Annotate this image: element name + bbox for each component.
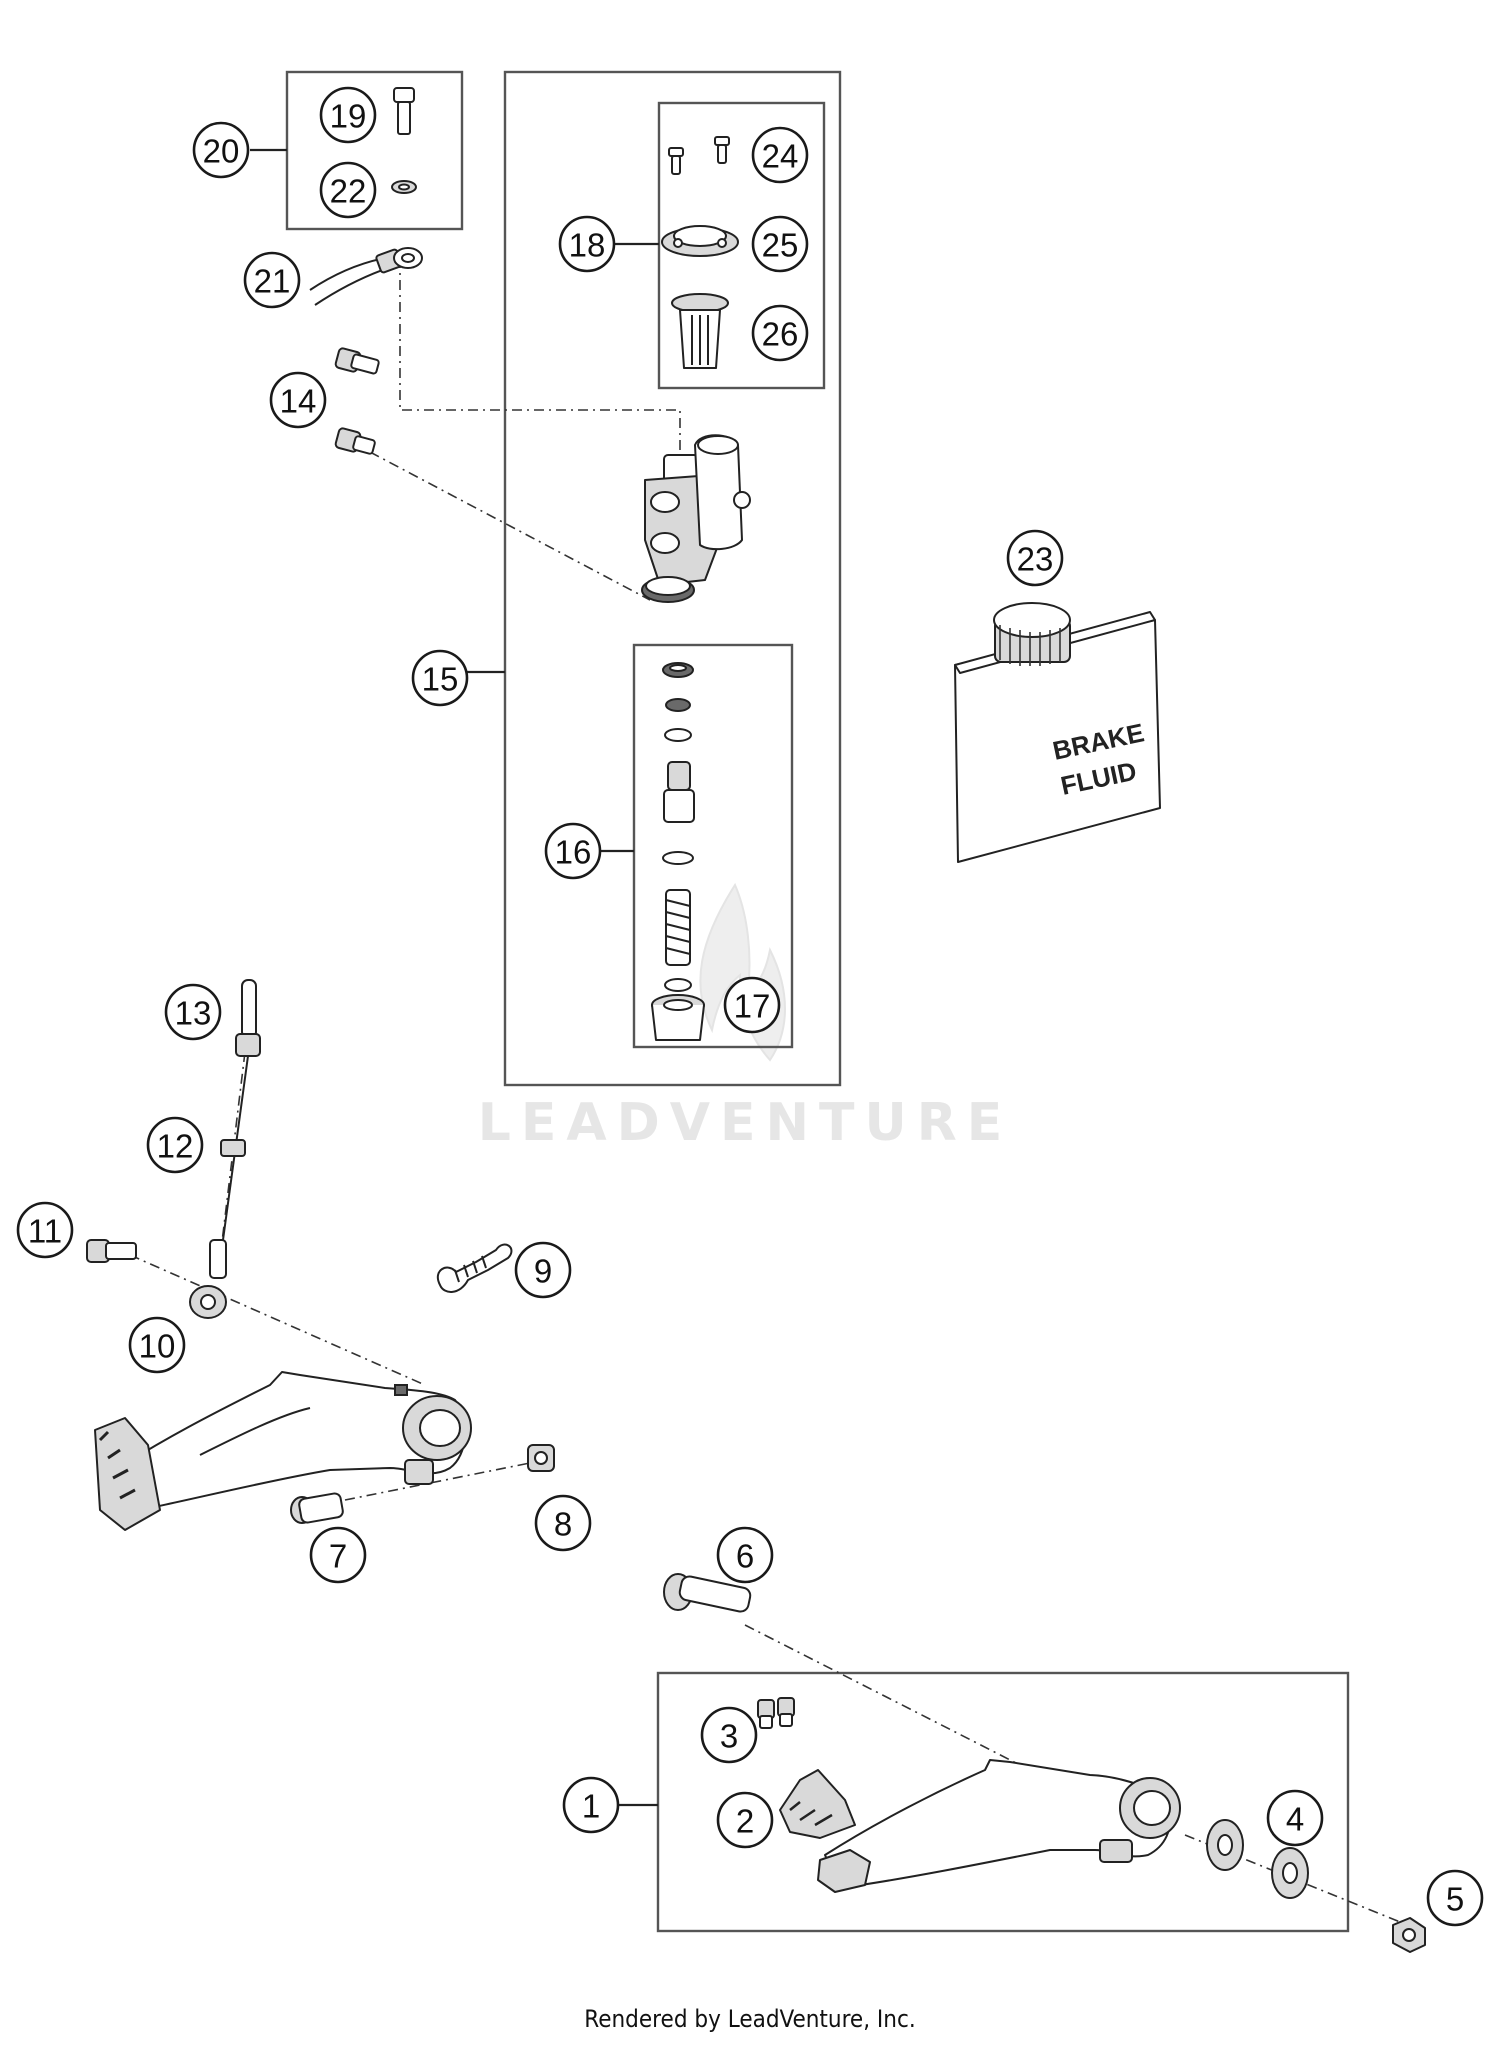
- part-bushings-4: [1206, 1819, 1309, 1899]
- callout-5: 5: [1426, 1869, 1484, 1927]
- part-master-cylinder-body: [641, 434, 751, 603]
- part-spring-9: [437, 1243, 513, 1293]
- part-brake-line-21: [309, 247, 423, 306]
- svg-text:20: 20: [203, 133, 240, 170]
- svg-text:11: 11: [28, 1213, 62, 1250]
- callout-16: 16: [544, 822, 602, 880]
- svg-text:14: 14: [280, 383, 317, 420]
- svg-text:12: 12: [157, 1128, 194, 1165]
- callout-9: 9: [514, 1241, 572, 1299]
- callout-2: 2: [716, 1791, 774, 1849]
- callout-10: 10: [128, 1316, 186, 1374]
- callout-22: 22: [319, 161, 377, 219]
- part-repair-kit-internals: [651, 662, 705, 1041]
- part-brake-pedal: [94, 1371, 472, 1531]
- part-nut-5: [1392, 1917, 1426, 1953]
- part-screw-19: [393, 87, 415, 135]
- callout-17: 17: [723, 976, 781, 1034]
- svg-text:24: 24: [762, 138, 799, 175]
- callout-26: 26: [751, 304, 809, 362]
- svg-text:25: 25: [762, 227, 799, 264]
- svg-text:6: 6: [736, 1538, 754, 1575]
- svg-text:2: 2: [736, 1803, 754, 1840]
- svg-text:17: 17: [734, 988, 771, 1025]
- callout-13: 13: [164, 983, 222, 1041]
- leader-lines: [250, 148, 659, 1807]
- svg-text:26: 26: [762, 316, 799, 353]
- box-brake-pedal-assy-1: [656, 1671, 1350, 1933]
- part-bolt-6: [663, 1573, 752, 1613]
- svg-text:4: 4: [1286, 1801, 1304, 1838]
- part-reservoir-filter-26: [671, 293, 729, 369]
- svg-text:3: 3: [720, 1718, 738, 1755]
- callout-4: 4: [1266, 1789, 1324, 1847]
- box-reservoir-kit-18: [657, 101, 826, 390]
- callout-20: 20: [192, 121, 250, 179]
- part-brake-pedal-assy-1: [817, 1759, 1181, 1893]
- svg-text:16: 16: [555, 834, 592, 871]
- svg-text:22: 22: [330, 173, 367, 210]
- part-pin-7: [290, 1492, 344, 1524]
- callout-19: 19: [319, 86, 377, 144]
- part-cleats-3: [757, 1697, 795, 1729]
- svg-text:8: 8: [554, 1506, 572, 1543]
- box-repair-kit-16: [632, 643, 794, 1049]
- box-master-cylinder-15: [503, 70, 842, 1087]
- part-clevis-10: [189, 1239, 227, 1319]
- callout-1: 1: [562, 1776, 620, 1834]
- callout-14: 14: [269, 371, 327, 429]
- part-washer-22: [391, 180, 417, 194]
- watermark-text: LEADVENTURE: [478, 1093, 1013, 1153]
- callout-8: 8: [534, 1494, 592, 1552]
- callout-12: 12: [146, 1116, 204, 1174]
- callout-7: 7: [309, 1526, 367, 1584]
- callout-15: 15: [411, 649, 469, 707]
- part-footplate-2: [779, 1769, 856, 1839]
- watermark-flame-logo: [699, 882, 786, 1062]
- box-kit-20: [285, 70, 464, 231]
- svg-text:1: 1: [582, 1788, 600, 1825]
- svg-text:10: 10: [139, 1328, 176, 1365]
- svg-text:5: 5: [1446, 1881, 1464, 1918]
- callout-25: 25: [751, 215, 809, 273]
- svg-text:9: 9: [534, 1253, 552, 1290]
- callout-11: 11: [16, 1201, 74, 1259]
- callout-23: 23: [1006, 529, 1064, 587]
- svg-text:21: 21: [254, 263, 291, 300]
- part-bolts-14: [334, 347, 380, 455]
- svg-text:18: 18: [569, 227, 606, 264]
- part-reservoir-screws-24: [668, 136, 730, 175]
- svg-text:23: 23: [1017, 541, 1054, 578]
- part-nut-8: [527, 1444, 555, 1472]
- part-bolt-11: [86, 1239, 137, 1263]
- svg-text:19: 19: [330, 98, 367, 135]
- part-reservoir-cap-25: [661, 225, 739, 257]
- svg-text:13: 13: [175, 995, 212, 1032]
- part-pushrod-13: [219, 979, 261, 1263]
- part-nut-12: [220, 1139, 246, 1157]
- svg-text:7: 7: [329, 1538, 347, 1575]
- footer-credit: Rendered by LeadVenture, Inc.: [584, 2005, 916, 2033]
- callout-21: 21: [243, 251, 301, 309]
- exploded-parts-diagram: LEADVENTURE: [16, 70, 1484, 1953]
- callout-3: 3: [700, 1706, 758, 1764]
- callout-18: 18: [558, 215, 616, 273]
- callout-6: 6: [716, 1526, 774, 1584]
- svg-text:15: 15: [422, 661, 459, 698]
- part-brake-fluid-can-23: BRAKE FLUID: [954, 602, 1161, 863]
- callout-24: 24: [751, 126, 809, 184]
